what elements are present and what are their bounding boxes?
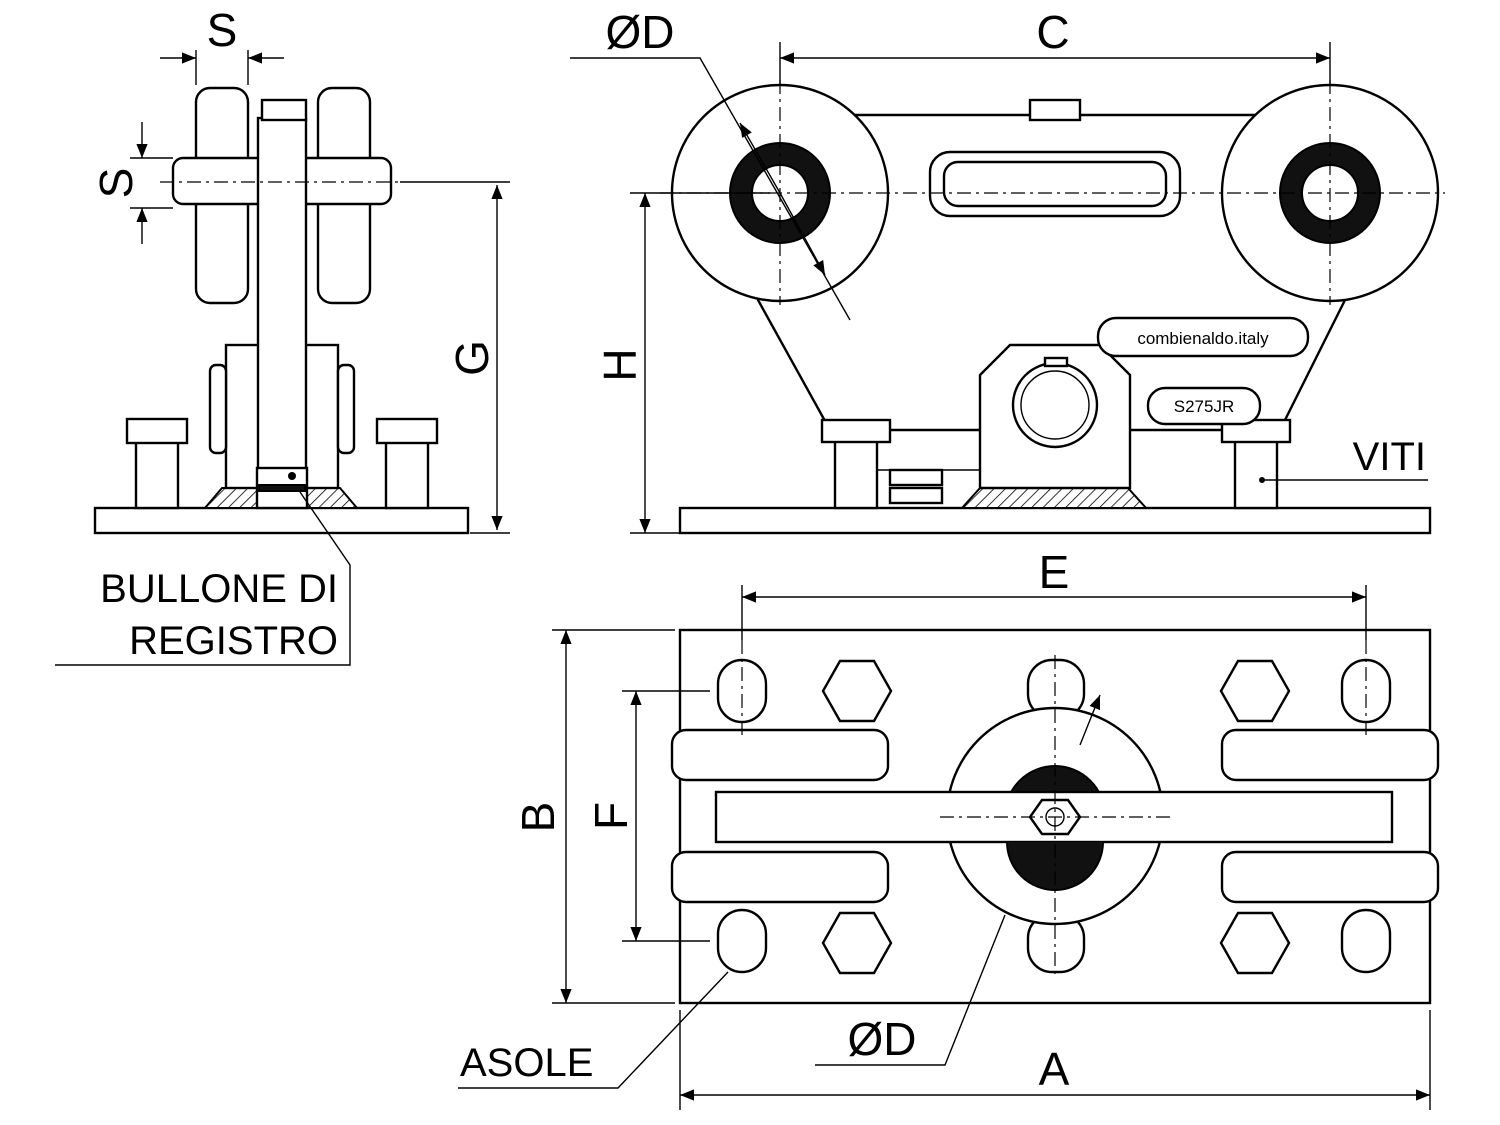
dim-s-top: S <box>207 4 238 56</box>
dim-e: E <box>1039 546 1070 598</box>
dim-b: B <box>512 802 564 833</box>
dim-d-bottom: ØD <box>848 1013 917 1065</box>
callout-asole: ASOLE <box>460 1041 593 1085</box>
top-view <box>670 628 1440 1005</box>
dim-h: H <box>594 348 646 381</box>
dim-f: F <box>585 802 637 830</box>
front-view: combienaldo.italy S275JR <box>660 80 1445 535</box>
side-view <box>93 86 510 535</box>
model-marking: S275JR <box>1174 397 1234 416</box>
dim-c: C <box>1036 6 1069 58</box>
dim-d-top: ØD <box>606 6 675 58</box>
callout-bullone-line1: BULLONE DI <box>100 567 338 611</box>
callout-viti: VITI <box>1353 435 1426 479</box>
dim-g: G <box>446 340 498 376</box>
dim-s-side: S <box>90 168 142 199</box>
callout-bullone-line2: REGISTRO <box>129 619 338 663</box>
dim-a: A <box>1039 1043 1070 1095</box>
brand-marking: combienaldo.italy <box>1137 329 1269 348</box>
